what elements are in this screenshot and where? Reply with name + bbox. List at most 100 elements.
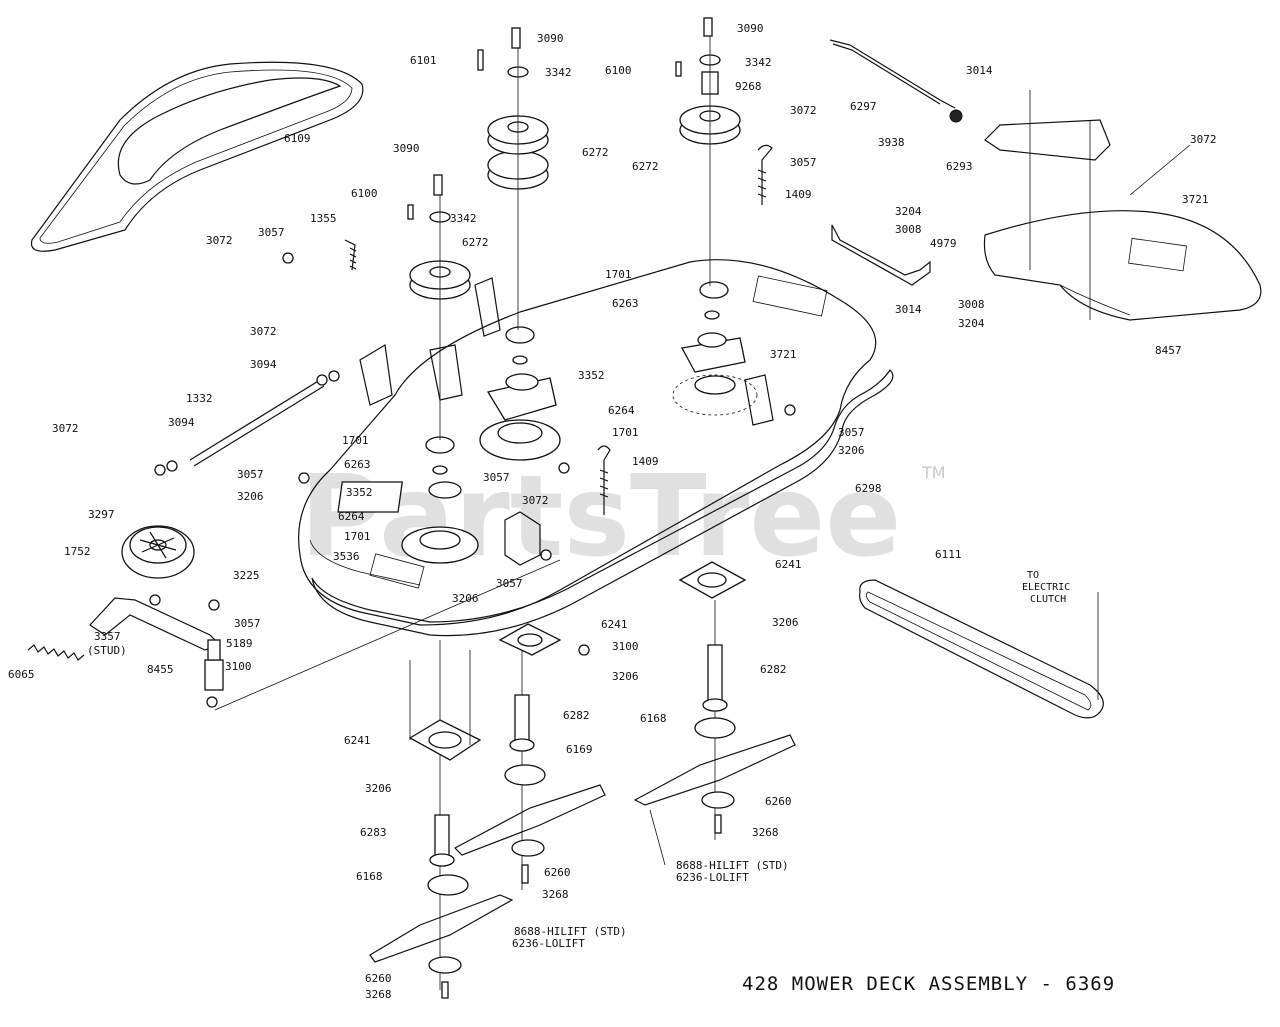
part-label: 1409 — [785, 188, 812, 201]
part-label: 3008 — [895, 223, 922, 236]
bolt-3268-center — [521, 864, 529, 884]
part-label: 6168 — [640, 712, 667, 725]
part-label: 6100 — [351, 187, 378, 200]
clutch-note-line-3: CLUTCH — [1030, 594, 1066, 605]
part-label: 8688-HILIFT (STD) — [514, 925, 627, 938]
belt-6111 — [858, 579, 1104, 719]
part-label: 6264 — [338, 510, 365, 523]
part-label: 3072 — [52, 422, 79, 435]
part-label: 6260 — [365, 972, 392, 985]
part-label: 3297 — [88, 508, 115, 521]
deck-shell — [298, 259, 894, 637]
bolts-top — [407, 17, 713, 223]
part-label: 3090 — [393, 142, 420, 155]
part-label: 3100 — [225, 660, 252, 673]
shaft-6282-center — [509, 694, 535, 752]
part-label: 1752 — [64, 545, 91, 558]
part-label: 6263 — [612, 297, 639, 310]
part-label: 6241 — [601, 618, 628, 631]
part-label: 1332 — [186, 392, 213, 405]
bearing-plate-left — [408, 719, 482, 761]
rod-1332 — [189, 379, 325, 467]
part-label: (STUD) — [87, 644, 127, 657]
spring-1409-top — [757, 144, 773, 205]
part-label: 3204 — [958, 317, 985, 330]
part-label: 3352 — [578, 369, 605, 382]
part-label: 6100 — [605, 64, 632, 77]
clutch-note-line-1: TO — [1027, 570, 1039, 581]
part-label: 3072 — [250, 325, 277, 338]
part-label: 3206 — [452, 592, 479, 605]
part-label: 3342 — [545, 66, 572, 79]
part-label: 3090 — [737, 22, 764, 35]
part-label: 3206 — [772, 616, 799, 629]
part-label: 3094 — [250, 358, 277, 371]
part-label: 3057 — [258, 226, 285, 239]
blade-left — [369, 894, 514, 963]
part-label: 3072 — [206, 234, 233, 247]
part-label: 8457 — [1155, 344, 1182, 357]
part-label: 6272 — [582, 146, 609, 159]
part-label: 3268 — [365, 988, 392, 1001]
part-label: 6236-LOLIFT — [676, 871, 749, 884]
bracket-deck-center — [429, 344, 774, 566]
part-label: 6241 — [775, 558, 802, 571]
part-label: 3357 — [94, 630, 121, 643]
part-label: 1701 — [605, 268, 632, 281]
part-label: 3268 — [752, 826, 779, 839]
part-label: 3206 — [365, 782, 392, 795]
part-label: 6168 — [356, 870, 383, 883]
part-label: 3352 — [346, 486, 373, 499]
part-label: 6282 — [563, 709, 590, 722]
part-label: 4979 — [930, 237, 957, 250]
part-label: 6109 — [284, 132, 311, 145]
part-label: 3057 — [237, 468, 264, 481]
part-label: 6272 — [632, 160, 659, 173]
part-label: 6298 — [855, 482, 882, 495]
belt-guard-8457 — [983, 119, 1262, 321]
part-label: 1701 — [344, 530, 371, 543]
hub-6168-right — [694, 717, 736, 739]
hub-6169 — [504, 764, 546, 786]
part-label: 5189 — [226, 637, 253, 650]
part-label: 3100 — [612, 640, 639, 653]
idler-pulley-1752 — [121, 525, 195, 579]
part-label: 3721 — [770, 348, 797, 361]
part-label: 3206 — [612, 670, 639, 683]
spacer-5189 — [204, 639, 224, 691]
bolt-3268-right — [714, 814, 722, 834]
washer-6260-right — [701, 791, 735, 809]
part-label: 6236-LOLIFT — [512, 937, 585, 950]
leader-lines — [214, 144, 1191, 866]
spindle-center — [479, 326, 561, 461]
part-label: 3008 — [958, 298, 985, 311]
part-label: 3057 — [234, 617, 261, 630]
part-label: 3204 — [895, 205, 922, 218]
trademark-mark: TM — [921, 463, 946, 482]
bearing-plate-right — [678, 561, 747, 599]
part-label: 1701 — [612, 426, 639, 439]
part-label: 6260 — [765, 795, 792, 808]
part-label: 3721 — [1182, 193, 1209, 206]
part-label: 6293 — [946, 160, 973, 173]
part-label: 8455 — [147, 663, 174, 676]
part-label: 3536 — [333, 550, 360, 563]
part-label: 3057 — [790, 156, 817, 169]
part-labels: 3090334261013090334261009268629730146272… — [8, 22, 1217, 1001]
part-label: 6065 — [8, 668, 35, 681]
part-label: 6260 — [544, 866, 571, 879]
hub-6168-left — [427, 874, 469, 896]
spring-1355 — [344, 239, 357, 271]
part-label: 6297 — [850, 100, 877, 113]
part-label: 1355 — [310, 212, 337, 225]
bolt-3268-left — [441, 981, 449, 999]
belt-6109 — [30, 61, 364, 252]
part-label: 3014 — [895, 303, 922, 316]
part-label: 6282 — [760, 663, 787, 676]
part-label: 3938 — [878, 136, 905, 149]
part-label: 3268 — [542, 888, 569, 901]
shaft-6282-right — [702, 644, 728, 712]
part-label: 3057 — [483, 471, 510, 484]
spring-1409-mid — [597, 445, 611, 515]
